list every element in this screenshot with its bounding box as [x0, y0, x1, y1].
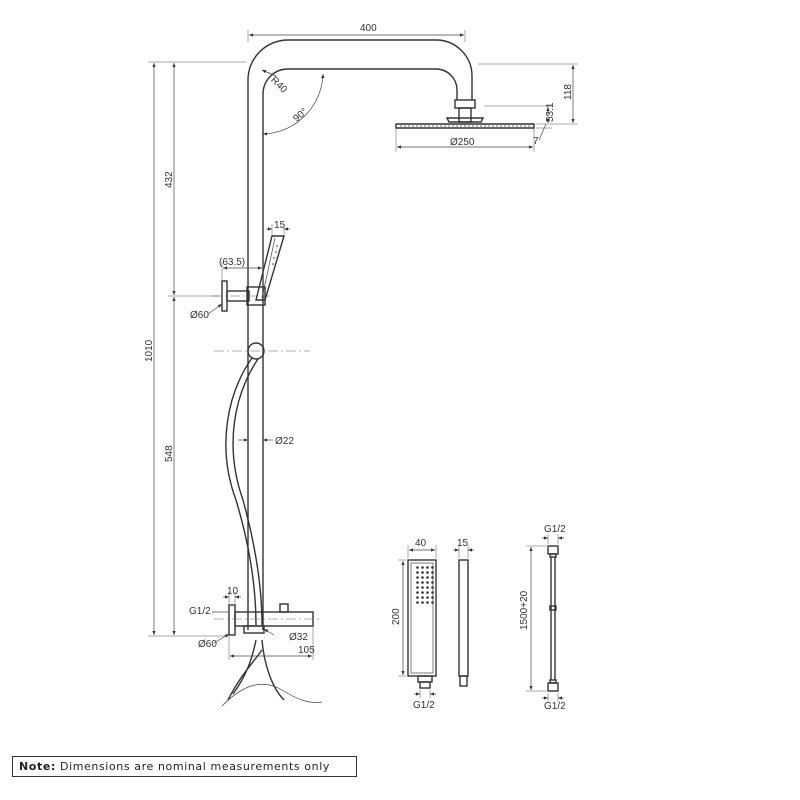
dim-mixer-diameter: Ø32	[289, 632, 308, 643]
dim-bend-angle: 90°	[291, 106, 310, 124]
note-text: Dimensions are nominal measurements only	[60, 760, 330, 773]
dim-bracket-offset: (63.5)	[219, 257, 245, 268]
dim-total-height: 1010	[144, 339, 155, 362]
dim-bend-radius: R40	[268, 75, 289, 96]
hose-detail	[526, 534, 564, 702]
dim-inlet-thread: G1/2	[189, 606, 211, 617]
handset-length: 200	[391, 608, 402, 625]
dim-lower-height: 548	[164, 445, 175, 462]
dim-head-diameter: Ø250	[450, 137, 475, 148]
dim-rail-diameter: Ø22	[275, 436, 294, 447]
handset-detail-side	[453, 545, 474, 687]
dim-upper-height: 432	[164, 171, 175, 188]
handset-detail-front	[398, 545, 437, 698]
hose-length: 1500+20	[519, 590, 530, 630]
overhead-shower-head	[395, 117, 535, 129]
dim-head-height: 53.1	[545, 102, 556, 122]
hose-thread-bottom: G1/2	[544, 701, 566, 712]
dim-arm-width: 400	[360, 23, 377, 34]
main-dimensions	[148, 30, 578, 660]
dim-inlet-offset: 10	[227, 586, 239, 597]
dim-handset-thickness: 15	[274, 220, 286, 231]
dim-mixer-depth: 105	[298, 645, 315, 656]
note-box: Note: Dimensions are nominal measurement…	[12, 756, 357, 777]
hand-shower	[255, 235, 285, 301]
dim-head-thickness: 7	[533, 136, 539, 147]
dim-bracket-flange: Ø60	[190, 310, 209, 321]
hose-thread-top: G1/2	[544, 524, 566, 535]
flexible-hose	[221, 357, 323, 707]
note-label: Note:	[19, 760, 56, 773]
slider-ring	[214, 342, 310, 360]
handset-thickness: 15	[457, 538, 469, 549]
handset-width: 40	[415, 538, 427, 549]
wall-bracket	[212, 280, 270, 312]
dim-inlet-flange: Ø60	[198, 639, 217, 650]
handset-thread: G1/2	[413, 700, 435, 711]
dim-head-drop: 118	[563, 84, 574, 100]
mixer-valve	[214, 603, 320, 636]
